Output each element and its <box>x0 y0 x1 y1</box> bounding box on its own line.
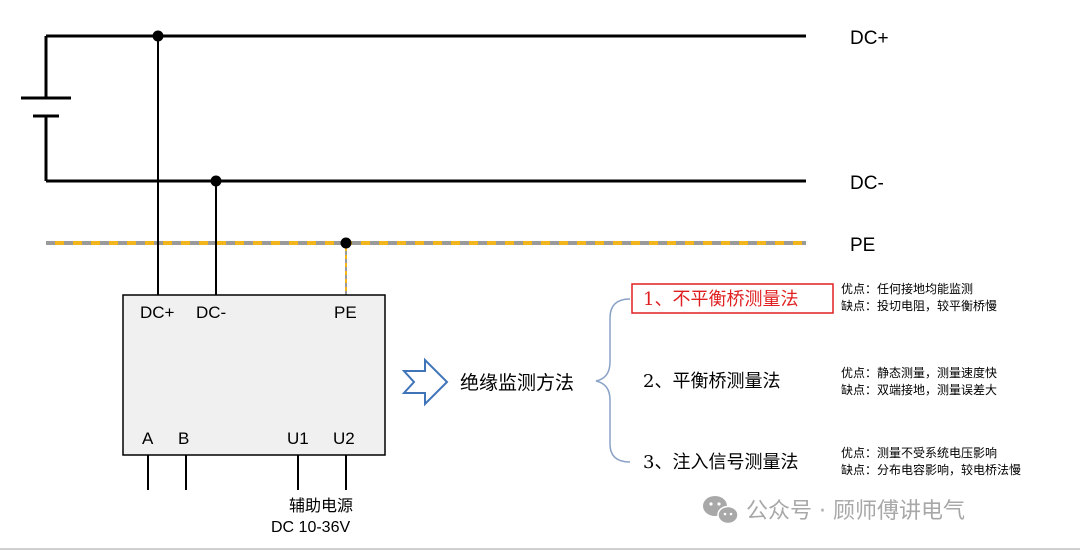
terminal-a-label: A <box>142 429 154 448</box>
method-1-name: 1、不平衡桥测量法 <box>643 289 798 310</box>
method-2-con: 缺点：双端接地，测量误差大 <box>841 382 997 397</box>
methods-brace <box>595 298 631 463</box>
terminal-dc-minus-label: DC- <box>196 303 226 322</box>
method-3-con: 缺点：分布电容影响，较电桥法慢 <box>841 462 1021 477</box>
pe-junction-dot <box>340 237 352 249</box>
method-3-pro: 优点：测量不受系统电压影响 <box>841 445 997 460</box>
terminal-dc-plus-label: DC+ <box>140 303 175 322</box>
dc-minus-junction-dot <box>210 175 222 187</box>
dc-plus-junction-dot <box>152 30 164 42</box>
method-1-pro: 优点：任何接地均能监测 <box>841 281 973 296</box>
pe-bus-label: PE <box>850 235 875 256</box>
right-arrow-icon <box>401 357 449 407</box>
method-3-name: 3、注入信号测量法 <box>643 452 798 473</box>
dc-plus-bus-label: DC+ <box>850 28 889 49</box>
insulation-monitor-device <box>122 294 386 456</box>
terminal-u2-label: U2 <box>333 429 355 448</box>
terminal-b-label: B <box>178 429 189 448</box>
method-1-con: 缺点：投切电阻，较平衡桥慢 <box>841 298 997 313</box>
aux-power-spec: DC 10-36V <box>271 519 350 536</box>
aux-power-label: 辅助电源 <box>289 496 353 515</box>
watermark-text: 公众号 · 顾师傅讲电气 <box>746 499 965 524</box>
method-1-highlight-box <box>631 283 834 314</box>
dc-minus-bus-label: DC- <box>850 173 884 194</box>
wechat-icon <box>703 496 739 525</box>
method-2-name: 2、平衡桥测量法 <box>643 371 780 392</box>
method-2-pro: 优点：静态测量，测量速度快 <box>841 365 997 380</box>
methods-title: 绝缘监测方法 <box>460 372 574 394</box>
battery-symbol <box>21 36 71 181</box>
terminal-pe-label: PE <box>334 303 357 322</box>
terminal-u1-label: U1 <box>287 429 309 448</box>
